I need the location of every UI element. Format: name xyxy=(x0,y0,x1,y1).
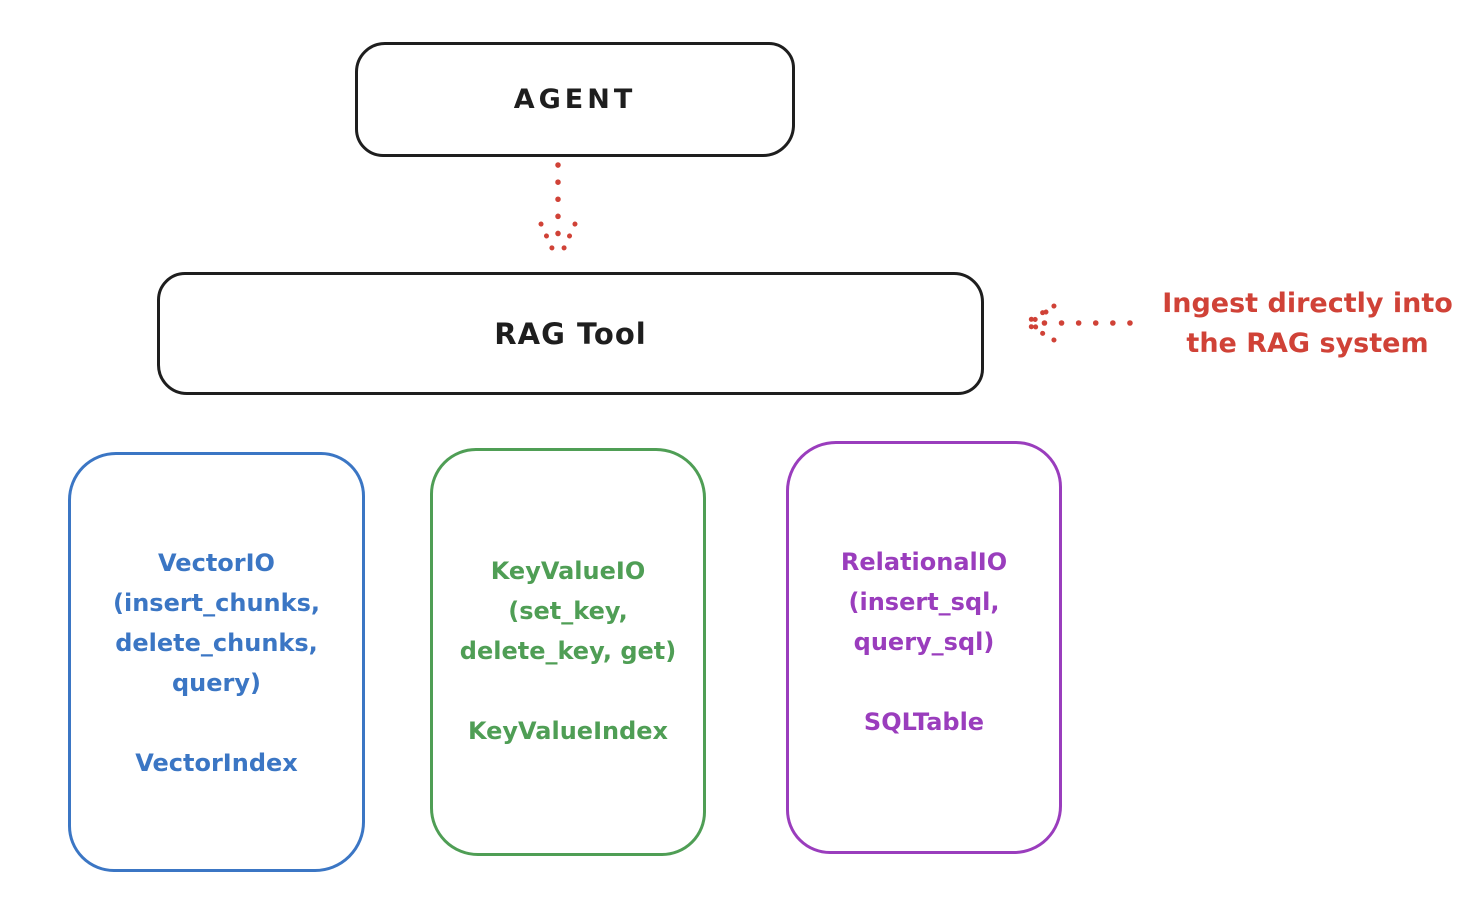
text-line: query) xyxy=(172,669,261,697)
text-line: (insert_chunks, xyxy=(113,589,320,617)
sql-table-label: SQLTable xyxy=(863,708,985,736)
text-line: delete_chunks, xyxy=(115,629,318,657)
rag-tool-label: RAG Tool xyxy=(494,316,647,351)
text-line: (set_key, xyxy=(508,597,628,625)
text-line: query_sql) xyxy=(853,628,995,656)
text-line: delete_key, get) xyxy=(459,637,677,665)
vector-io-box: VectorIO (insert_chunks, delete_chunks, … xyxy=(68,452,365,872)
dotted-arrow-down-icon xyxy=(538,162,578,262)
vector-io-title: VectorIO (insert_chunks, delete_chunks, … xyxy=(113,543,320,703)
text-line: VectorIO xyxy=(158,549,275,577)
text-line: (insert_sql, xyxy=(848,588,1000,616)
relational-io-box: RelationalIO (insert_sql, query_sql) SQL… xyxy=(786,441,1062,854)
annotation-line-1: Ingest directly into xyxy=(1162,288,1453,319)
rag-tool-box: RAG Tool xyxy=(157,272,984,395)
dotted-arrow-left-icon xyxy=(1022,303,1133,343)
annotation-line-2: the RAG system xyxy=(1186,328,1429,359)
keyvalue-index-label: KeyValueIndex xyxy=(467,717,669,745)
vector-index-label: VectorIndex xyxy=(135,749,298,777)
keyvalue-io-box: KeyValueIO (set_key, delete_key, get) Ke… xyxy=(430,448,706,856)
text-line: KeyValueIO xyxy=(490,557,646,585)
agent-box: AGENT xyxy=(355,42,795,157)
relational-io-title: RelationalIO (insert_sql, query_sql) xyxy=(841,542,1007,662)
text-line: RelationalIO xyxy=(840,548,1008,576)
agent-label: AGENT xyxy=(513,84,637,115)
keyvalue-io-title: KeyValueIO (set_key, delete_key, get) xyxy=(460,551,676,671)
ingest-annotation: Ingest directly into the RAG system xyxy=(1140,284,1475,364)
